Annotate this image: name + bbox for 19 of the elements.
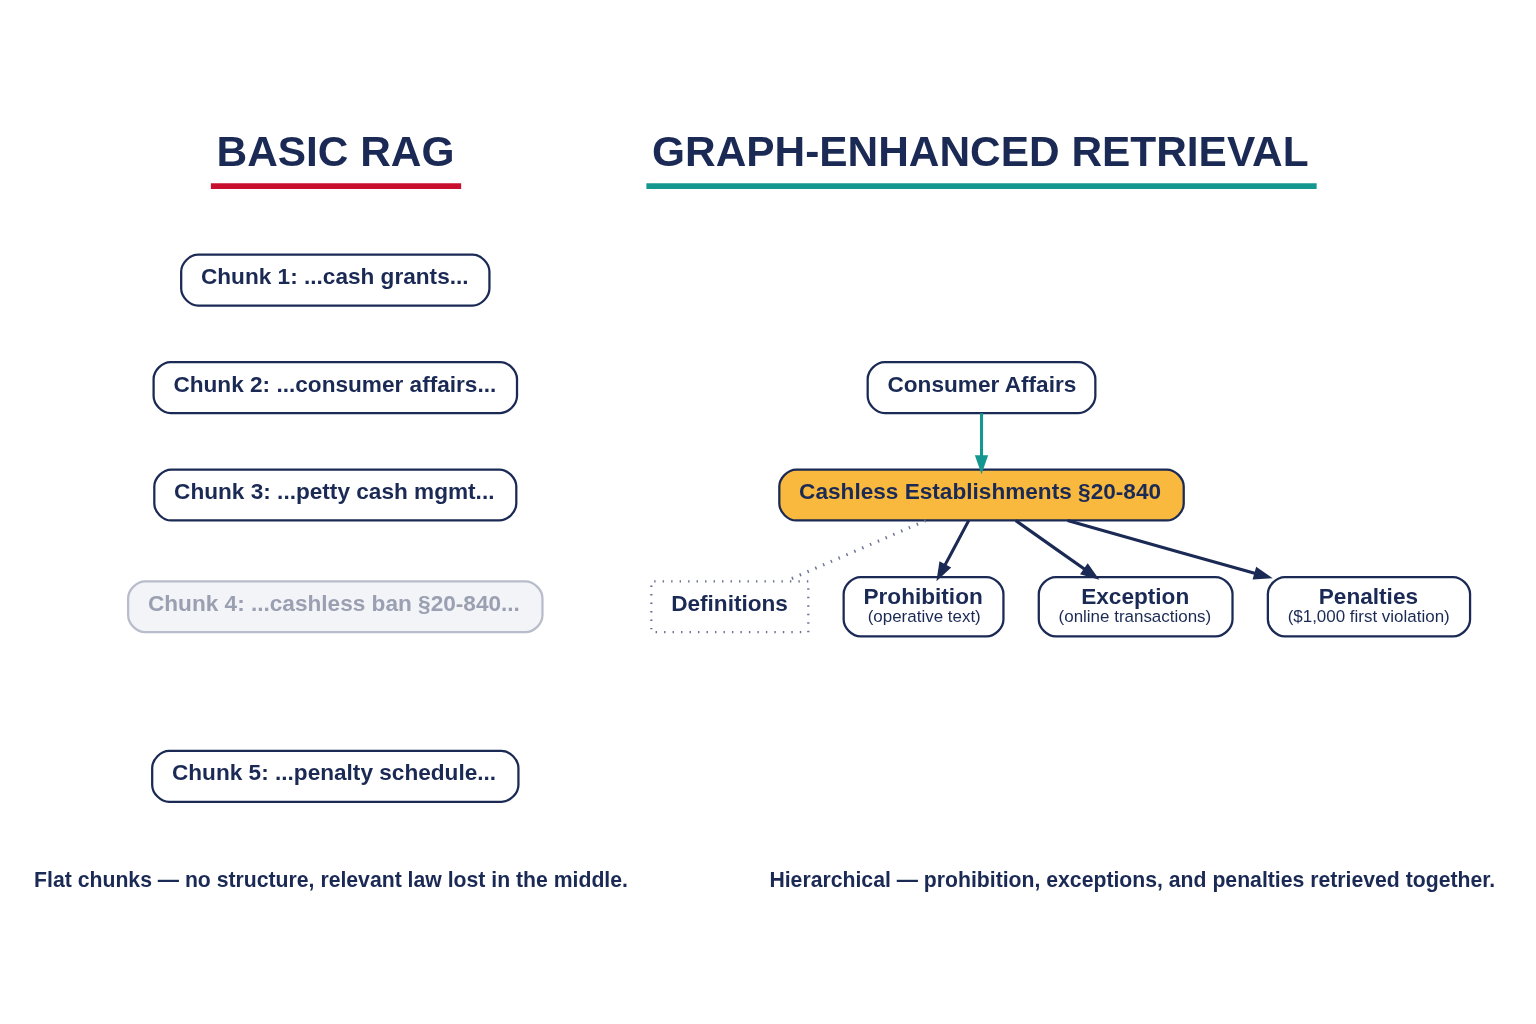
arrow	[974, 413, 989, 475]
node-box: Penalties ($1,000 first violation)	[1266, 575, 1472, 638]
label: GRAPH-ENHANCED RETRIEVAL	[652, 128, 1309, 176]
node-box: Chunk 4: ...cashless ban §20-840...	[127, 580, 544, 634]
node-box: Chunk 2: ...consumer affairs...	[152, 361, 519, 415]
arrow	[1067, 519, 1273, 580]
node-box: Definitions	[650, 580, 810, 634]
node-box: Prohibition (operative text)	[842, 575, 1005, 638]
arrow	[936, 519, 971, 582]
node-box: Consumer Affairs	[866, 361, 1097, 415]
node-box: Exception (online transactions)	[1037, 575, 1234, 638]
label: Hierarchical — prohibition, exceptions, and penalties retrieved together.	[769, 868, 1496, 892]
label: BASIC RAG	[216, 128, 455, 176]
node-box: Cashless Establishments §20-840	[778, 468, 1185, 522]
label: Flat chunks — no structure, relevant law lost in the middle.	[34, 868, 628, 892]
node-box: Chunk 3: ...petty cash mgmt...	[153, 468, 518, 522]
arrow	[1014, 519, 1100, 580]
node-box: Chunk 5: ...penalty schedule...	[151, 749, 520, 803]
node-box: Chunk 1: ...cash grants...	[180, 253, 491, 307]
